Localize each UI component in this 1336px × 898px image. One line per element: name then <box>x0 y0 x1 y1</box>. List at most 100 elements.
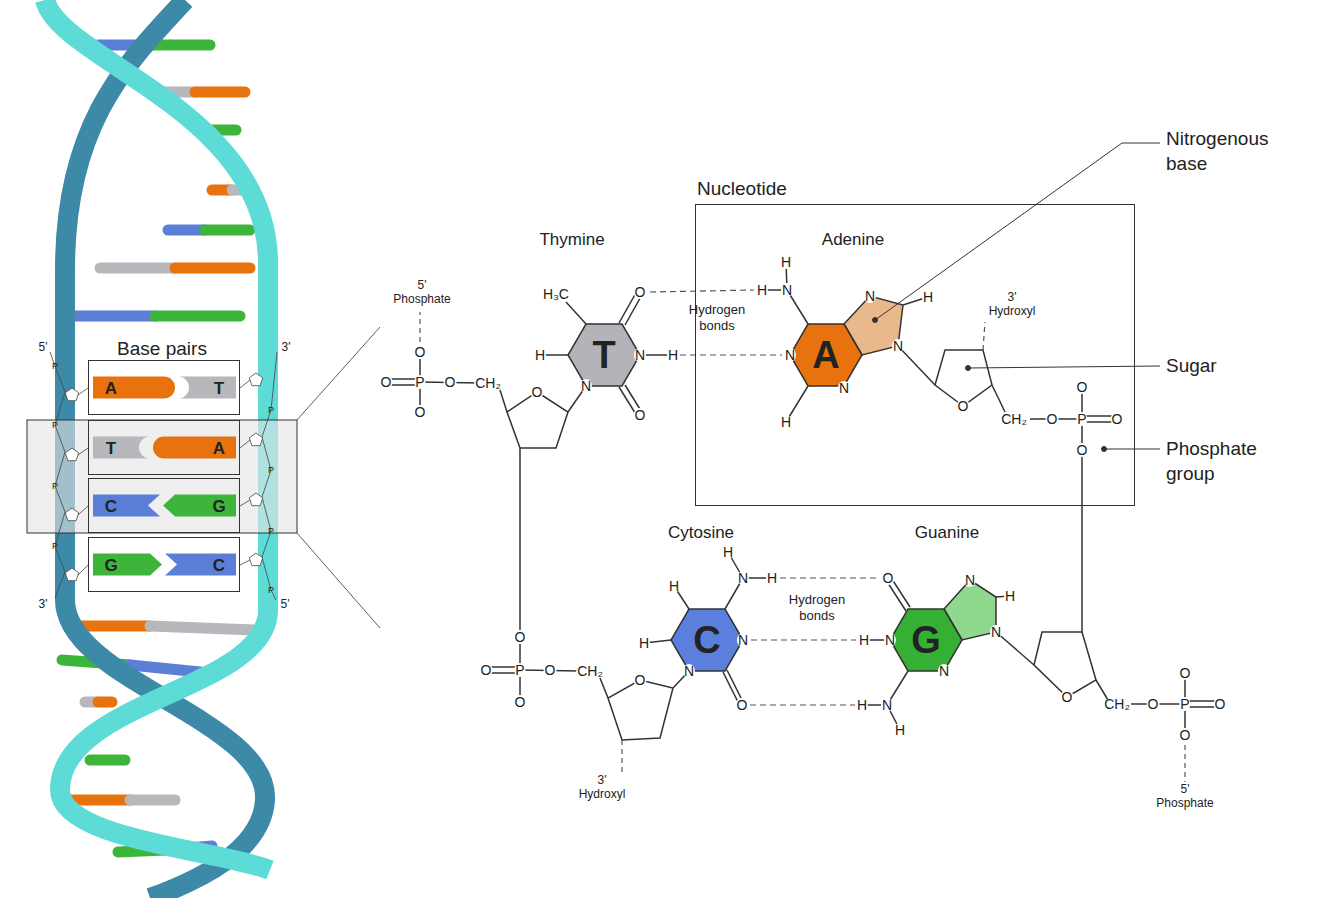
backbone-chain <box>249 553 262 566</box>
end-label: 5' Phosphate <box>1155 783 1215 811</box>
dashed-link <box>621 740 622 772</box>
base-letter: A <box>99 379 123 396</box>
backbone-chain <box>65 448 78 461</box>
zoom-frame <box>27 420 297 533</box>
pair-shape <box>178 377 236 399</box>
atom-symbol: CH₂ <box>1103 697 1131 711</box>
base-letter: G <box>911 621 941 659</box>
backbone-chain <box>65 388 78 401</box>
atom-symbol: H <box>780 415 792 429</box>
zoom-frame <box>27 327 380 628</box>
atom-symbol: CH₂ <box>474 376 502 390</box>
dashed-link <box>983 322 985 350</box>
backbone-phosphate: P <box>268 406 274 415</box>
atom-symbol: N <box>737 571 749 585</box>
base-letter: G <box>99 556 123 573</box>
sugar-ring <box>608 680 673 740</box>
atom-symbol: O <box>1076 443 1089 457</box>
atom-symbol: O <box>414 345 427 359</box>
hydrogen-bond <box>780 577 880 578</box>
base-name: Guanine <box>915 524 979 541</box>
pair-shape <box>163 495 236 517</box>
base-pair-rung <box>168 225 205 236</box>
atom-symbol: O <box>444 375 457 389</box>
section-heading: Base pairs <box>117 339 207 358</box>
atom-symbol: P <box>1076 412 1087 426</box>
bond-label: Hydrogen bonds <box>780 592 854 623</box>
atom-symbol: N <box>892 339 904 353</box>
base-ring <box>568 296 996 671</box>
end-label: 3' Hydroxyl <box>576 774 628 802</box>
atom-symbol: H <box>534 348 546 362</box>
backbone-chain <box>240 380 250 388</box>
sugar-ring <box>1034 632 1096 697</box>
atom-symbol: N <box>838 381 850 395</box>
atom-symbol: N <box>784 348 796 362</box>
backbone-chain <box>78 506 88 515</box>
dashed-link <box>420 312 1185 782</box>
atom-symbol: H <box>766 571 778 585</box>
backbone-chain <box>50 352 277 600</box>
base-pair-rung <box>130 795 175 806</box>
zoom-frame <box>297 533 380 628</box>
base-pair-rung <box>100 263 175 274</box>
pair-shape <box>165 554 236 576</box>
atom-symbol: P <box>1179 697 1190 711</box>
chemical-bond <box>519 448 521 637</box>
end-label: 3' Hydroxyl <box>986 291 1038 319</box>
atom-symbol: O <box>1061 690 1074 704</box>
atom-symbol: H <box>638 636 650 650</box>
strand-end: 5' <box>39 341 48 353</box>
base-letter: A <box>812 336 839 374</box>
atom-symbol: N <box>964 573 976 587</box>
strand-end: 3' <box>39 598 48 610</box>
atom-symbol: N <box>737 633 749 647</box>
callout-label: Phosphate group <box>1166 437 1284 486</box>
pair-shape <box>153 437 236 459</box>
base-pair-rung <box>150 626 255 630</box>
atom-symbol: H <box>856 698 868 712</box>
atom-symbol: O <box>634 673 647 687</box>
nucleotide-box: Nucleotide <box>695 204 1135 506</box>
leader-line <box>968 366 1160 368</box>
pair-box: CG <box>88 478 240 533</box>
base-letter: T <box>207 379 231 396</box>
backbone-chain <box>249 373 262 386</box>
atom-symbol: O <box>1046 412 1059 426</box>
base-letter: C <box>99 497 123 514</box>
hydrogen-bond <box>750 704 855 705</box>
chemical-bond <box>1081 450 1083 632</box>
base-pair-rung <box>195 87 245 98</box>
atom-symbol: H <box>668 579 680 593</box>
atom-symbol: N <box>683 664 695 678</box>
atom-symbol: O <box>380 375 393 389</box>
base-pair-rung <box>155 311 240 322</box>
base-letter: G <box>207 497 231 514</box>
backbone-chain <box>78 388 88 395</box>
chemical-bond <box>386 262 1220 735</box>
base-name: Adenine <box>822 231 884 248</box>
base-letter: A <box>207 439 231 456</box>
backbone-chain <box>78 448 88 455</box>
backbone-chain <box>249 493 262 506</box>
base-letter: T <box>592 336 615 374</box>
base-pair-rung <box>175 263 250 274</box>
leader-line <box>873 143 1161 452</box>
leader-line <box>875 143 1160 320</box>
atom-symbol: O <box>1111 412 1124 426</box>
base-ring <box>790 324 862 386</box>
backbone-phosphate: P <box>52 542 58 551</box>
chemical-bond <box>1096 680 1108 700</box>
backbone-chain <box>240 560 250 565</box>
helix-strand <box>65 0 265 898</box>
sugar-ring <box>935 350 992 406</box>
atom-symbol: P <box>414 375 425 389</box>
callout-label: Nitrogenous base <box>1166 127 1284 176</box>
atom-symbol: N <box>990 625 1002 639</box>
backbone-chain <box>262 352 277 600</box>
strand-end: 3' <box>282 341 291 353</box>
base-ring <box>671 609 743 671</box>
backbone-chain <box>65 568 78 581</box>
